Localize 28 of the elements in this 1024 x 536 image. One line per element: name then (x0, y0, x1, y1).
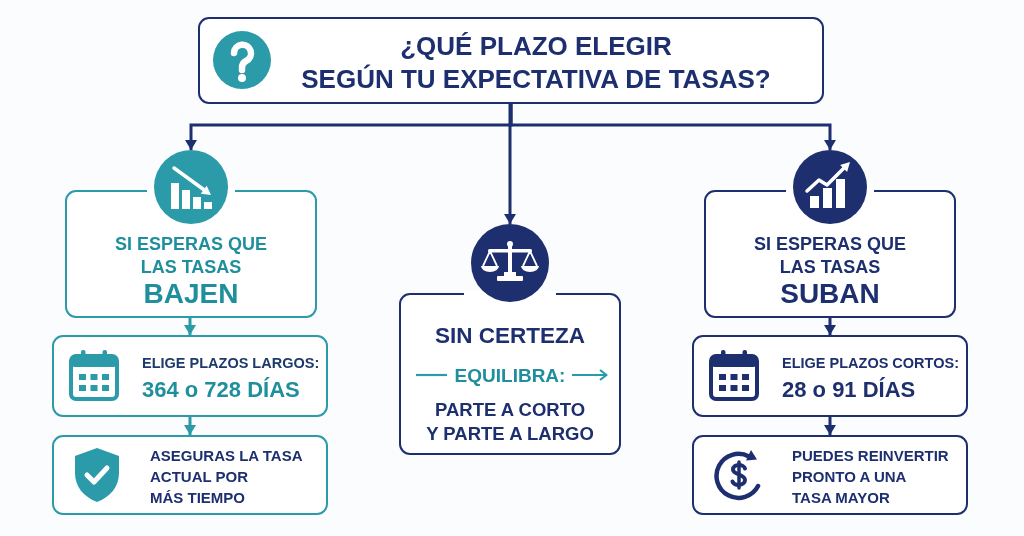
instruction-text: ELIGE PLAZOS CORTOS: (782, 353, 959, 372)
arrow (184, 417, 196, 435)
outcome-card (692, 435, 968, 515)
term-value: 28 o 91 DÍAS (782, 376, 916, 403)
arrow (824, 417, 836, 435)
scenario-card (399, 224, 621, 455)
outcome-card (52, 435, 328, 515)
term-card (52, 335, 328, 417)
arrow (184, 318, 196, 335)
strategy-label: EQUILIBRA: (454, 365, 566, 387)
strategy-text: PARTE A CORTO Y PARTE A LARGO (426, 398, 594, 446)
arrow (509, 104, 836, 150)
title-heading: ¿QUÉ PLAZO ELEGIR SEGÚN TU EXPECTATIVA DE TASAS? (301, 29, 771, 96)
arrow (504, 104, 516, 224)
term-value: 364 o 728 DÍAS (142, 376, 300, 403)
benefit-text: PUEDES REINVERTIR PRONTO A UNA TASA MAYOR (792, 446, 949, 508)
scenario-card (65, 150, 317, 318)
scenario-card (704, 150, 956, 318)
title-box (198, 17, 824, 104)
instruction-text: ELIGE PLAZOS LARGOS: (142, 353, 320, 372)
condition-text: SI ESPERAS QUE LAS TASAS (115, 233, 267, 279)
card-heading: SIN CERTEZA (435, 322, 585, 350)
trend-word: SUBAN (780, 278, 880, 310)
condition-text: SI ESPERAS QUE LAS TASAS (754, 233, 906, 279)
arrow (824, 318, 836, 335)
trend-word: BAJEN (143, 278, 239, 310)
benefit-text: ASEGURAS LA TASA ACTUAL POR MÁS TIEMPO (150, 446, 303, 508)
term-card (692, 335, 968, 417)
